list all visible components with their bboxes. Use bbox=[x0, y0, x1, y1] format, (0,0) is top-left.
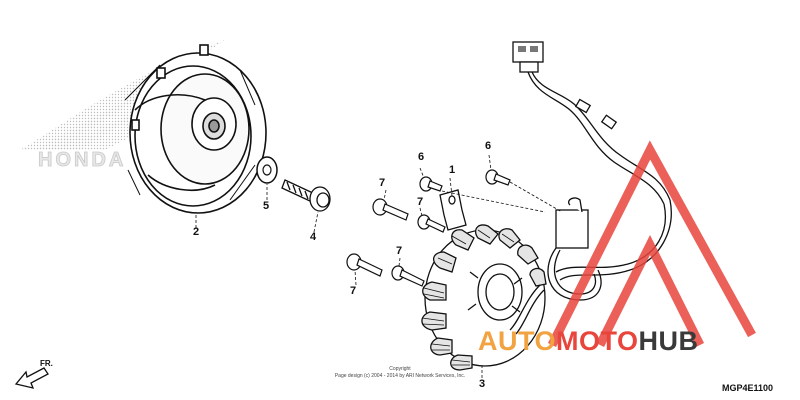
callout-7-lower: 7 bbox=[396, 245, 402, 257]
watermark-text: AUTOMOTOHUB bbox=[478, 326, 699, 356]
stator bbox=[421, 224, 547, 371]
callout-4: 4 bbox=[310, 231, 317, 243]
wire-harness bbox=[509, 41, 672, 335]
callout-5: 5 bbox=[263, 200, 269, 212]
watermark-hub: HUB bbox=[639, 326, 699, 356]
callout-6-right: 6 bbox=[485, 140, 491, 152]
watermark-triangle bbox=[547, 140, 756, 348]
bolt-6b bbox=[485, 169, 511, 186]
watermark-auto: AUTO bbox=[478, 326, 556, 356]
callout-7-top: 7 bbox=[379, 177, 385, 189]
stator-bracket bbox=[439, 189, 467, 231]
callout-1: 1 bbox=[449, 164, 455, 176]
front-direction-indicator: FR. bbox=[14, 359, 53, 389]
leader-lines bbox=[195, 154, 563, 378]
bolt-7b bbox=[417, 214, 446, 233]
copyright-line-2: Page design (c) 2004 - 2014 by ARI Netwo… bbox=[335, 373, 465, 379]
bolt-6a bbox=[419, 176, 443, 192]
callout-6-left: 6 bbox=[418, 151, 424, 163]
callout-3: 3 bbox=[479, 378, 485, 390]
copyright-line-1: Copyright bbox=[389, 366, 411, 372]
bolt-7c bbox=[346, 253, 383, 277]
flywheel bbox=[124, 44, 267, 214]
flywheel-bolt bbox=[281, 179, 331, 212]
bolt-7d bbox=[391, 265, 425, 287]
callout-7-left: 7 bbox=[350, 285, 356, 297]
callout-2: 2 bbox=[193, 226, 199, 238]
honda-logo-text: HONDA bbox=[38, 149, 126, 171]
washer bbox=[256, 156, 278, 184]
callout-7-middle: 7 bbox=[417, 196, 423, 208]
bolt-7a bbox=[372, 198, 409, 221]
diagram-code: MGP4E1100 bbox=[722, 383, 773, 393]
front-label: FR. bbox=[40, 359, 53, 368]
watermark-moto: MOTO bbox=[556, 326, 639, 356]
front-arrow-icon bbox=[14, 367, 49, 389]
